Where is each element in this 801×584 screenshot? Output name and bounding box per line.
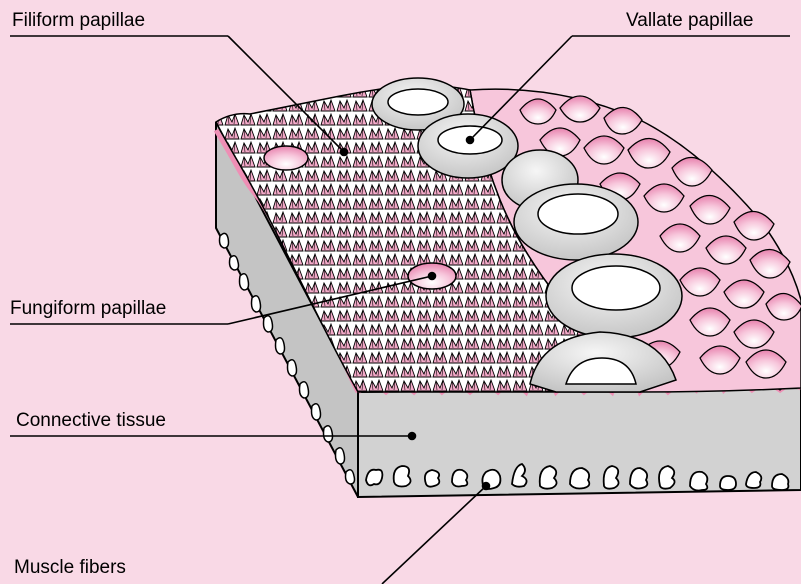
muscle-leader (382, 486, 486, 584)
label-connective-tissue: Connective tissue (16, 411, 166, 430)
vallate-papilla-5 (546, 254, 682, 338)
vallate-papilla-4 (514, 184, 638, 260)
fungiform-papilla-1 (264, 146, 308, 170)
label-fungiform-papillae: Fungiform papillae (10, 299, 166, 318)
label-filiform-papillae: Filiform papillae (12, 11, 145, 30)
vallate-papilla-2 (418, 114, 518, 178)
label-muscle-fibers: Muscle fibers (14, 558, 126, 577)
label-vallate-papillae: Vallate papillae (626, 11, 753, 30)
